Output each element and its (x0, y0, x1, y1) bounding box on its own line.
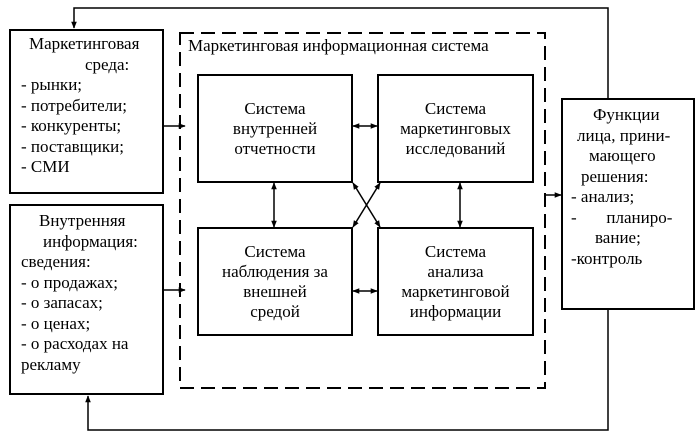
decision-line: - планиро- (571, 207, 673, 227)
internal-line: Внутренняя (39, 211, 126, 230)
internal-line: - о расходах на (21, 334, 129, 353)
subsystem-line: Система (244, 98, 306, 118)
subsystem-line: Система (244, 241, 306, 261)
decision-line: мающего (589, 146, 656, 165)
environment-line: - рынки; (21, 75, 83, 94)
internal-line: - о продажах; (21, 272, 118, 292)
subsystem-line: информации (409, 301, 502, 321)
link-research-observation (352, 182, 381, 228)
system-title: Маркетинговая информационная система (186, 36, 491, 56)
decision-line: решения: (581, 166, 649, 186)
internal-reporting-system-box: Система внутренней отчетности (197, 74, 353, 183)
environment-line: - конкуренты; (21, 116, 122, 135)
decision-line: вание; (595, 228, 641, 247)
decision-maker-box: Функции лица, прини- мающего решения: - … (561, 98, 695, 310)
subsystem-line: отчетности (234, 138, 316, 158)
subsystem-line: Система (424, 241, 487, 261)
marketing-environment-box: Маркетинговая среда: - рынки; - потребит… (9, 29, 164, 194)
subsystem-line: маркетинговой (401, 281, 510, 301)
subsystem-line: исследований (405, 138, 506, 158)
internal-line: сведения: (21, 252, 91, 271)
environment-line: среда: (85, 54, 130, 74)
feedback-arrow-bottom (85, 310, 609, 431)
decision-line: -контроль (571, 248, 643, 268)
subsystem-line: Система (424, 98, 487, 118)
decision-line: Функции (593, 105, 660, 124)
internal-line: информация: (43, 231, 138, 251)
environment-line: - потребители; (21, 95, 127, 115)
subsystem-line: внутренней (232, 118, 318, 138)
environment-line: - поставщики; (21, 136, 124, 156)
internal-line: рекламу (21, 354, 81, 374)
decision-line: лица, прини- (577, 125, 671, 145)
marketing-research-system-box: Система маркетинговых исследований (377, 74, 534, 183)
internal-information-box: Внутренняя информация: сведения: - о про… (9, 204, 164, 395)
internal-line: - о ценах; (21, 313, 91, 333)
marketing-analysis-system-box: Система анализа маркетинговой информации (377, 227, 534, 336)
subsystem-line: внешней (243, 281, 307, 301)
feedback-arrow-top (71, 7, 609, 98)
environment-observation-system-box: Система наблюдения за внешней средой (197, 227, 353, 336)
subsystem-line: средой (250, 301, 300, 321)
internal-line: - о запасах; (21, 293, 103, 312)
environment-line: - СМИ (21, 157, 70, 176)
system-boundary (179, 32, 546, 389)
subsystem-line: маркетинговых (400, 118, 511, 138)
environment-line: Маркетинговая (29, 34, 140, 53)
subsystem-line: анализа (427, 261, 484, 281)
decision-line: - анализ; (571, 187, 635, 206)
subsystem-line: наблюдения за (222, 261, 328, 281)
